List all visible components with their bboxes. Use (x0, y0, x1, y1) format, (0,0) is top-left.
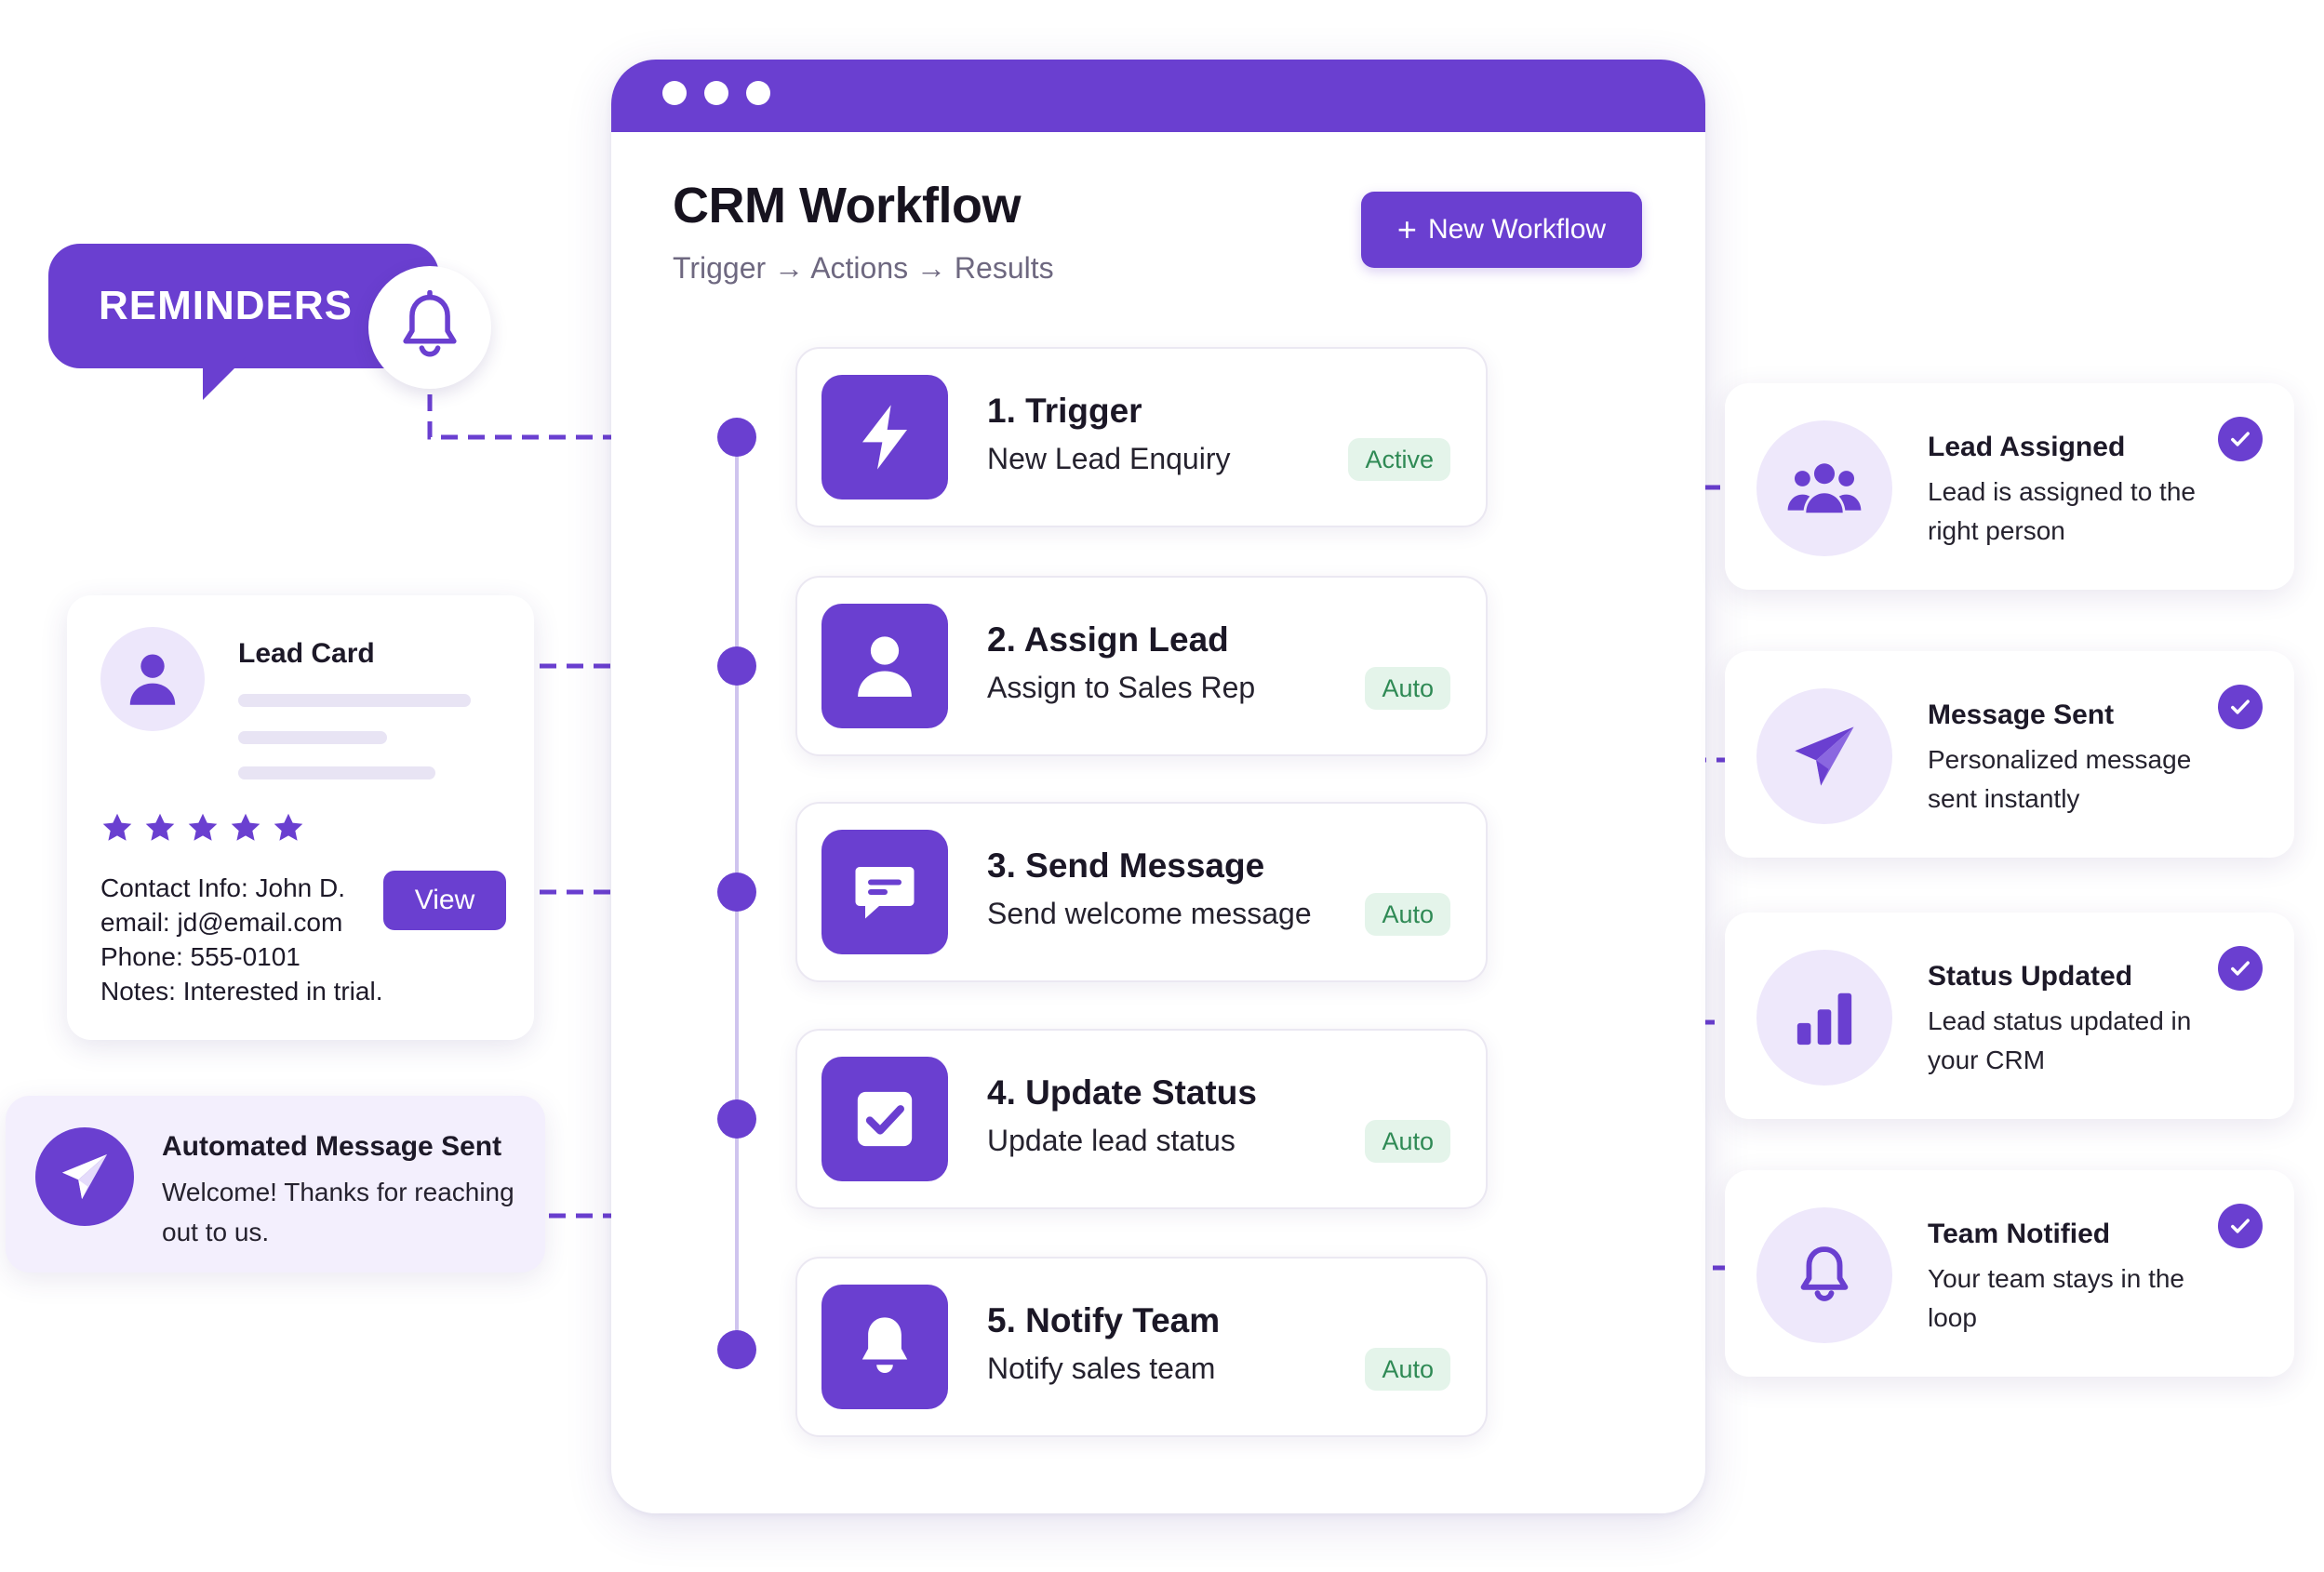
lead-phone: Phone: 555-0101 (100, 942, 301, 971)
avatar (100, 627, 205, 731)
timeline-node (717, 646, 756, 686)
result-description: Your team stays in the loop (1928, 1264, 2185, 1332)
step-icon-tile (821, 1057, 948, 1181)
bell-icon (1800, 1246, 1849, 1301)
placeholder-line (238, 731, 387, 744)
check-icon (2218, 685, 2263, 729)
workflow-step-notify-team[interactable]: 5. Notify Team Notify sales team Auto (795, 1257, 1488, 1437)
checkbox-icon (857, 1091, 913, 1147)
workflow-step-trigger[interactable]: 1. Trigger New Lead Enquiry Active (795, 347, 1488, 527)
chat-icon (855, 867, 915, 919)
plus-icon: + (1396, 210, 1417, 248)
window-control-dot[interactable] (746, 81, 770, 105)
step-title: 4. Update Status (987, 1073, 1257, 1112)
step-title: 3. Send Message (987, 846, 1265, 885)
result-card-status-updated: Status Updated Lead status updated in yo… (1725, 913, 2294, 1119)
crm-workflow-window: CRM Workflow Trigger → Actions → Results… (611, 60, 1705, 1513)
result-icon-circle (1756, 1207, 1892, 1343)
result-card-message-sent: Message Sent Personalized message sent i… (1725, 651, 2294, 858)
window-control-dot[interactable] (704, 81, 728, 105)
result-description: Personalized message sent instantly (1928, 745, 2192, 813)
timeline-node (717, 873, 756, 912)
lead-notes: Notes: Interested in trial. (100, 977, 383, 1006)
person-icon (858, 636, 912, 697)
window-titlebar (611, 60, 1705, 132)
step-icon-tile (821, 1285, 948, 1409)
reminders-bubble-tail (203, 357, 246, 400)
status-badge: Auto (1365, 893, 1450, 936)
bar-chart-icon (1796, 992, 1852, 1046)
status-badge: Auto (1365, 667, 1450, 710)
status-badge: Auto (1365, 1120, 1450, 1163)
reminders-label: REMINDERS (99, 283, 354, 328)
auto-message-title: Automated Message Sent (162, 1131, 502, 1162)
auto-message-icon-circle (35, 1127, 134, 1226)
step-title: 1. Trigger (987, 392, 1142, 430)
lead-card: Lead Card Contact Info: John D. email: j… (67, 595, 534, 1040)
result-icon-circle (1756, 950, 1892, 1086)
bell-outline-icon (403, 290, 457, 357)
check-icon (2218, 946, 2263, 991)
timeline-node (717, 418, 756, 457)
result-card-lead-assigned: Lead Assigned Lead is assigned to the ri… (1725, 383, 2294, 590)
step-title: 5. Notify Team (987, 1301, 1221, 1339)
step-icon-tile (821, 604, 948, 728)
step-description: Update lead status (987, 1124, 1235, 1157)
result-title: Team Notified (1928, 1219, 2111, 1249)
automated-message-card: Automated Message Sent Welcome! Thanks f… (6, 1096, 545, 1272)
placeholder-line (238, 766, 435, 779)
check-icon (2218, 1204, 2263, 1248)
result-card-team-notified: Team Notified Your team stays in the loo… (1725, 1170, 2294, 1377)
workflow-step-send-message[interactable]: 3. Send Message Send welcome message Aut… (795, 802, 1488, 982)
lightning-icon (862, 405, 907, 470)
step-description: Send welcome message (987, 897, 1312, 930)
check-icon (2218, 417, 2263, 461)
step-description: Notify sales team (987, 1352, 1216, 1385)
new-workflow-label: New Workflow (1427, 214, 1607, 245)
star-icon (188, 813, 218, 841)
timeline-node (717, 1099, 756, 1139)
star-icon (231, 813, 260, 841)
person-icon (129, 654, 176, 705)
status-badge: Auto (1365, 1348, 1450, 1391)
step-description: Assign to Sales Rep (987, 671, 1256, 704)
new-workflow-button[interactable]: + New Workflow (1361, 192, 1642, 268)
team-icon (1787, 463, 1862, 513)
placeholder-line (238, 694, 471, 707)
result-title: Message Sent (1928, 699, 2115, 730)
star-icon (102, 813, 132, 841)
star-icon (145, 813, 175, 841)
result-title: Lead Assigned (1928, 432, 2126, 462)
lead-contact: Contact Info: John D. (100, 873, 346, 902)
send-icon (1795, 726, 1854, 786)
result-icon-circle (1756, 420, 1892, 556)
lead-card-title: Lead Card (238, 638, 375, 669)
result-icon-circle (1756, 688, 1892, 824)
window-control-dot[interactable] (662, 81, 687, 105)
lead-contact-info: Contact Info: John D. email: jd@email.co… (100, 871, 382, 1008)
step-description: New Lead Enquiry (987, 442, 1231, 475)
step-icon-tile (821, 375, 948, 500)
workflow-breadcrumb: Trigger → Actions → Results (673, 251, 1054, 285)
reminders-bell-button[interactable] (368, 266, 491, 389)
step-icon-tile (821, 830, 948, 954)
result-description: Lead is assigned to the right person (1928, 477, 2196, 545)
step-title: 2. Assign Lead (987, 620, 1229, 659)
workflow-step-update-status[interactable]: 4. Update Status Update lead status Auto (795, 1029, 1488, 1209)
rating-stars (100, 811, 305, 845)
bell-icon (861, 1317, 908, 1374)
timeline-rail (717, 418, 756, 1369)
result-title: Status Updated (1928, 961, 2133, 992)
star-icon (274, 813, 303, 841)
auto-message-body: Welcome! Thanks for reaching out to us. (162, 1178, 514, 1246)
view-button[interactable]: View (383, 871, 506, 930)
page-title: CRM Workflow (673, 178, 1021, 233)
lead-email: email: jd@email.com (100, 908, 343, 937)
workflow-step-assign-lead[interactable]: 2. Assign Lead Assign to Sales Rep Auto (795, 576, 1488, 756)
send-icon (61, 1153, 108, 1200)
result-description: Lead status updated in your CRM (1928, 1006, 2192, 1074)
status-badge: Active (1348, 438, 1450, 481)
timeline-node (717, 1330, 756, 1369)
